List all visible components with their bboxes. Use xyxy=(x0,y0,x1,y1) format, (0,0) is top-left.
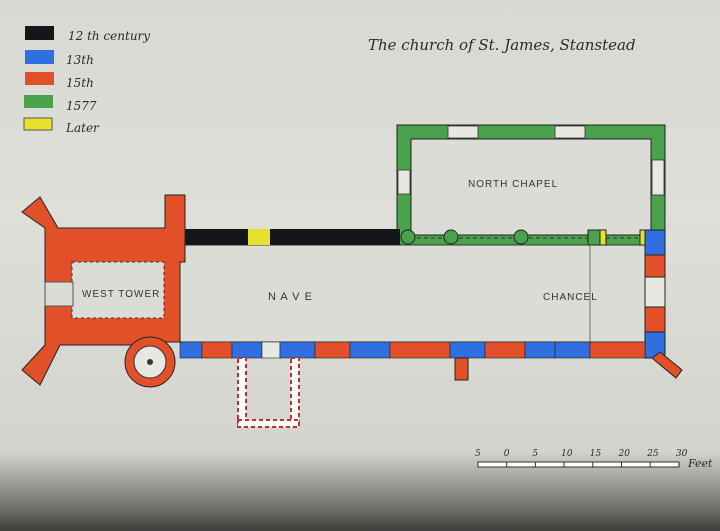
east-wall xyxy=(644,229,683,379)
room-label-nave: N A V E xyxy=(268,291,313,303)
legend-swatch-12th xyxy=(25,26,54,40)
wall-segment xyxy=(554,341,591,359)
scale-tick-label: 25 xyxy=(646,449,659,459)
scale-tick-label: 15 xyxy=(590,449,602,459)
wall-segment xyxy=(484,341,526,359)
legend-swatch-1577 xyxy=(24,95,53,108)
legend-swatch-15th xyxy=(25,72,54,85)
wall-segment xyxy=(201,341,233,359)
buttress xyxy=(454,357,469,381)
legend-label: 12 th century xyxy=(68,29,150,43)
room-label-north-chapel: NORTH CHAPEL xyxy=(468,179,558,190)
south-porch xyxy=(237,357,300,428)
later-window xyxy=(248,229,270,245)
scale-tick-label: 0 xyxy=(504,449,510,459)
legend-swatch-13th xyxy=(25,50,54,64)
scale-tick-label: 30 xyxy=(676,449,688,459)
wall-segment xyxy=(589,341,646,359)
arcade-piers xyxy=(400,229,648,246)
wall-segment xyxy=(389,341,451,359)
wall-segment xyxy=(179,341,203,359)
legend-label: 13th xyxy=(66,53,94,67)
legend-label: Later xyxy=(65,121,100,135)
wall-segment xyxy=(231,341,263,359)
legend-label: 15th xyxy=(66,76,94,90)
south-wall xyxy=(179,341,646,359)
north-wall-12th xyxy=(182,229,400,245)
scale-tick-label: 10 xyxy=(561,449,573,459)
legend-label: 1577 xyxy=(66,99,97,113)
west-tower xyxy=(21,194,186,388)
scale-tick-label: 5 xyxy=(475,449,481,459)
legend: 12 th century 13th 15th 1577 Later xyxy=(23,26,150,135)
north-chapel xyxy=(396,124,666,246)
room-label-chancel: CHANCEL xyxy=(543,292,598,303)
wall-segment xyxy=(449,341,486,359)
scale-tick-label: 20 xyxy=(618,449,631,459)
scale-bar: 5 0 5 10 15 20 25 30 xyxy=(475,449,688,468)
room-label-west-tower: WEST TOWER xyxy=(82,289,160,300)
nave-floor xyxy=(179,244,648,343)
wall-segment xyxy=(524,341,556,359)
scale-unit: Feet xyxy=(687,457,713,470)
plan-title: The church of St. James, Stanstead xyxy=(368,36,636,54)
scale-tick-label: 5 xyxy=(532,449,538,459)
wall-segment xyxy=(261,341,281,359)
legend-swatch-later xyxy=(23,117,53,131)
wall-segment xyxy=(314,341,351,359)
wall-segment xyxy=(349,341,391,359)
wall-segment xyxy=(279,341,316,359)
